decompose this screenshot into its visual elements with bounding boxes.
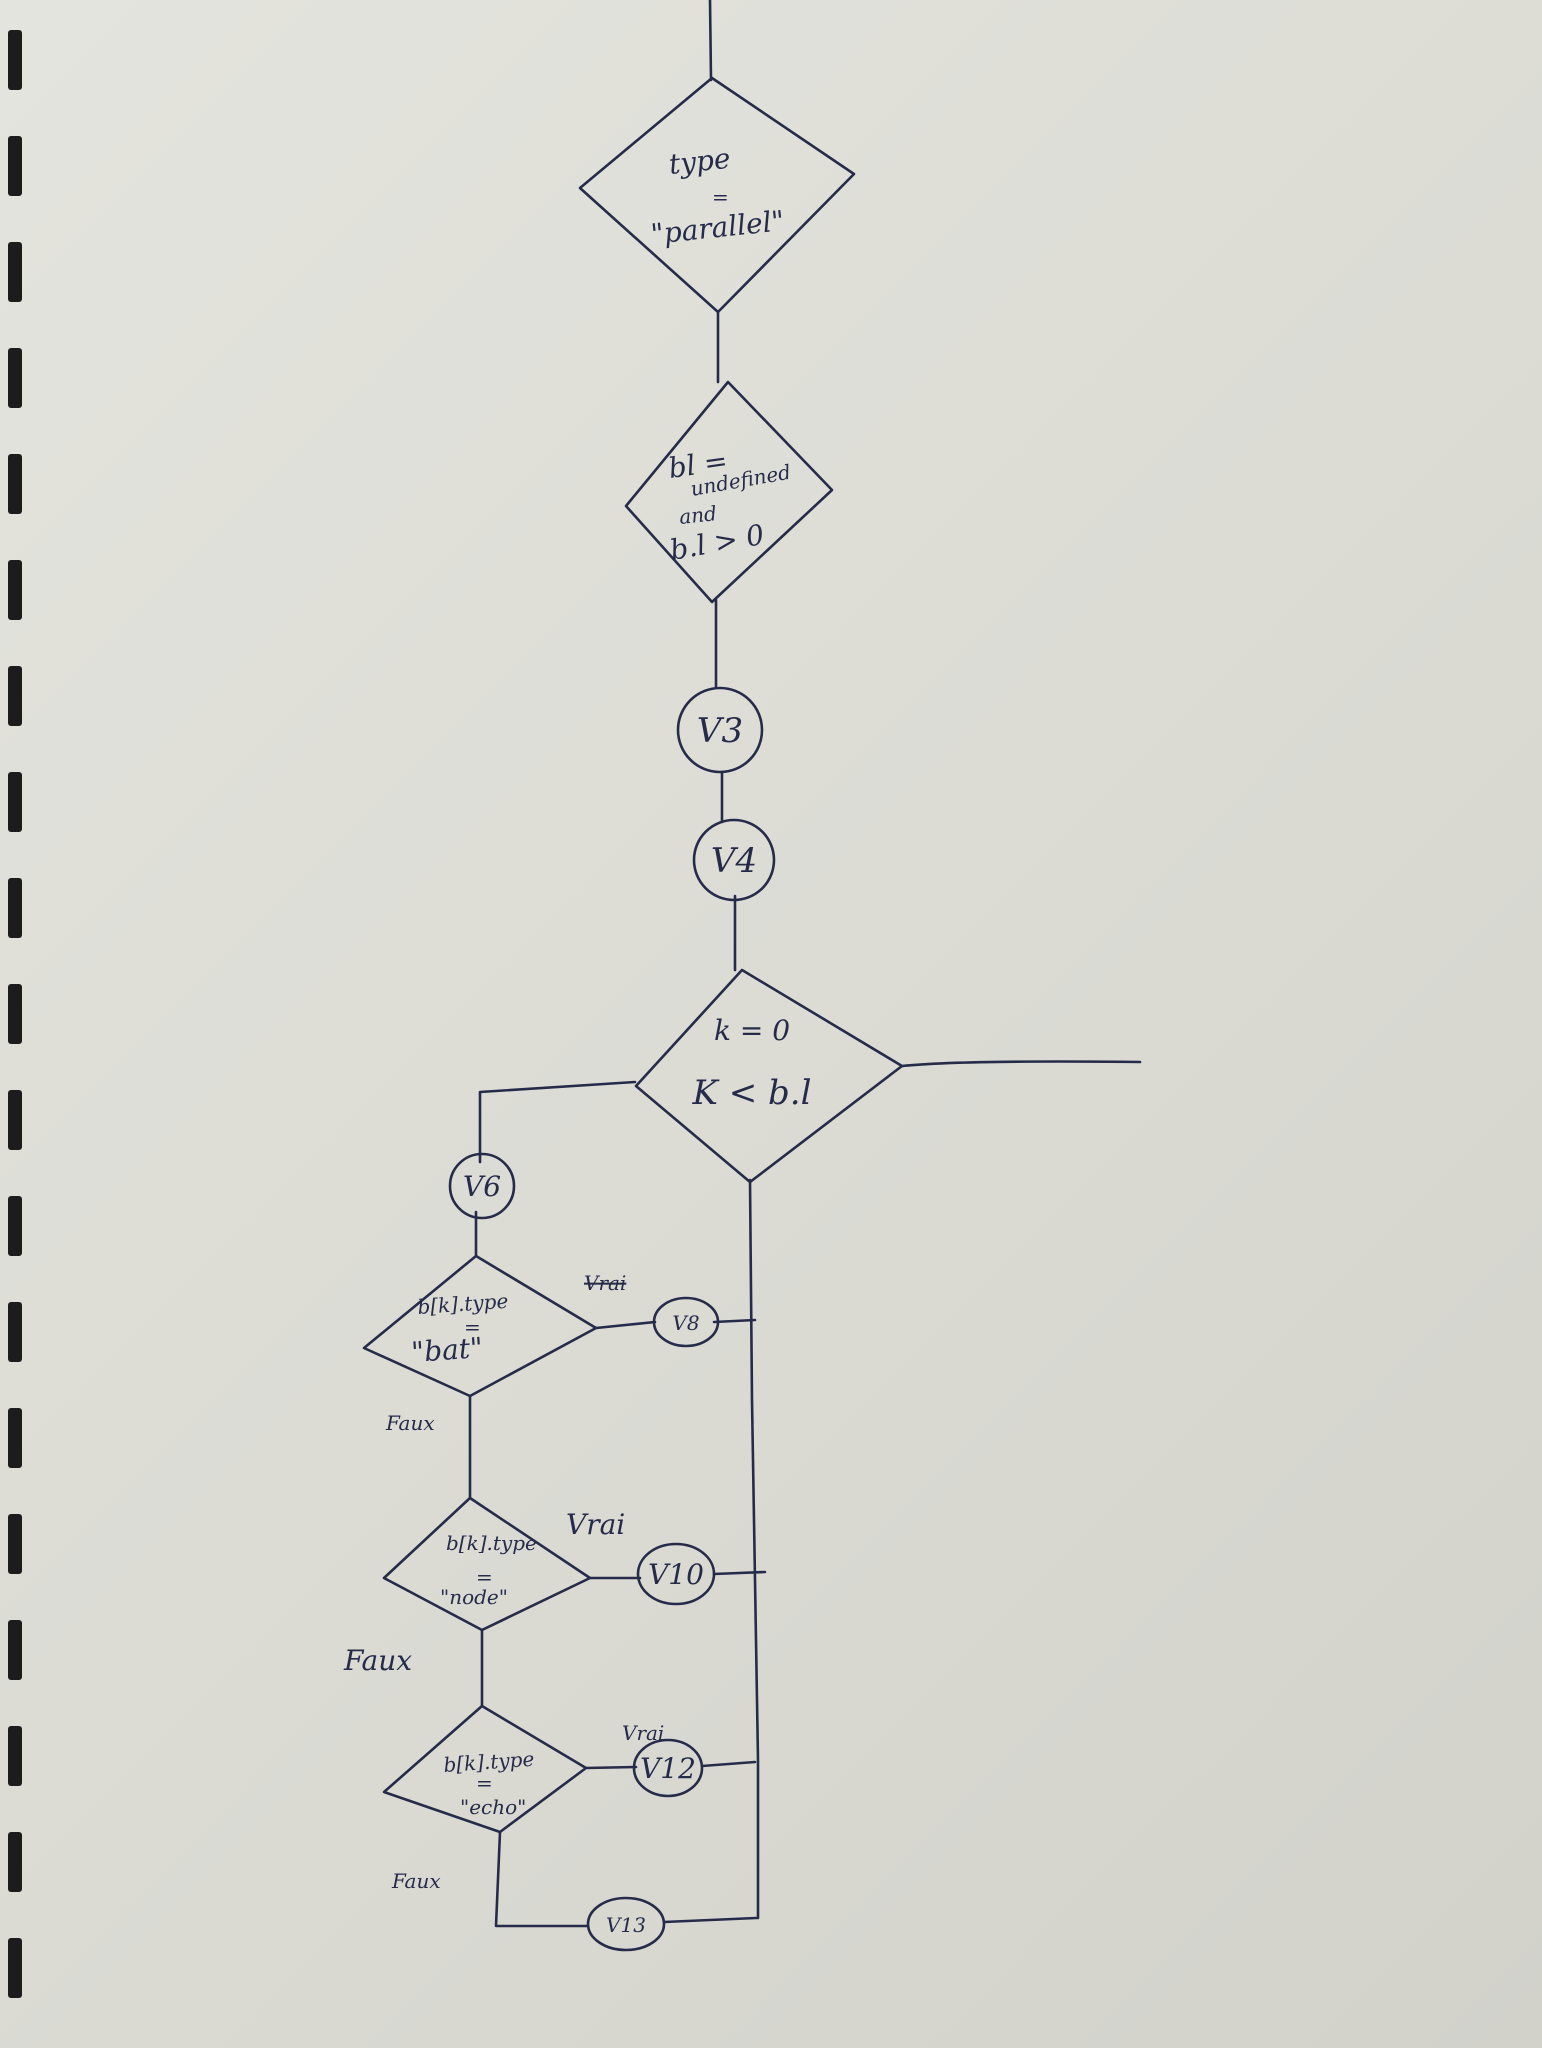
node-label: V12 <box>640 1752 696 1785</box>
binding-ring <box>8 30 22 90</box>
decision-type-node: b[k].type = "node" <box>382 1496 592 1632</box>
edge-label-vrai-1: Vrai <box>566 1508 625 1541</box>
decision-diamond <box>382 1704 588 1834</box>
decision-text-line: "parallel" <box>649 204 786 251</box>
binding-ring <box>8 1408 22 1468</box>
binding-ring <box>8 454 22 514</box>
binding-ring <box>8 348 22 408</box>
binding-ring <box>8 1090 22 1150</box>
decision-type-bat: b[k].type = "bat" <box>362 1254 598 1398</box>
node-circle <box>586 1896 666 1952</box>
decision-text-line: = <box>712 185 729 209</box>
binding-ring <box>8 1302 22 1362</box>
node-circle <box>652 1296 720 1348</box>
binding-ring <box>8 1196 22 1256</box>
edge-echo-faux-to-v13 <box>494 1830 590 1928</box>
binding-ring <box>8 1620 22 1680</box>
node-label: V3 <box>697 711 743 751</box>
decision-diamond <box>624 380 834 604</box>
node-label: V10 <box>648 1558 704 1591</box>
spiral-binding <box>8 30 22 1998</box>
decision-type-echo: b[k].type = "echo" <box>382 1704 588 1834</box>
node-v12: V12 <box>632 1738 704 1798</box>
binding-ring <box>8 136 22 196</box>
binding-ring <box>8 1726 22 1786</box>
binding-ring <box>8 1832 22 1892</box>
decision-text-line: b[k].type <box>417 1289 509 1319</box>
decision-text-line: k = 0 <box>714 1014 790 1047</box>
decision-type-parallel: type = "parallel" <box>578 76 856 314</box>
edge-v12-to-return <box>700 1760 757 1768</box>
node-label: V13 <box>606 1913 646 1937</box>
decision-text-line: = <box>464 1315 481 1339</box>
connector-lines <box>468 0 1142 1928</box>
binding-ring <box>8 984 22 1044</box>
node-v3: V3 <box>676 686 764 774</box>
node-label: V8 <box>672 1311 699 1335</box>
edge-echo-vrai-to-v12 <box>584 1765 638 1770</box>
entry-line <box>708 0 713 82</box>
binding-ring <box>8 242 22 302</box>
binding-ring <box>8 1938 22 1998</box>
decision-k-loop: k = 0 K < b.l <box>634 968 904 1184</box>
decision-diamond <box>634 968 904 1184</box>
decision-bl-undefined: bl = undefined and b.l > 0 <box>624 380 834 604</box>
decision-text-line: b[k].type <box>446 1531 537 1555</box>
node-v6: V6 <box>448 1152 516 1220</box>
binding-ring <box>8 1514 22 1574</box>
node-circle <box>632 1738 704 1798</box>
decision-text-line: "node" <box>440 1585 508 1609</box>
node-v8: V8 <box>652 1296 720 1348</box>
node-circle <box>692 818 776 902</box>
decision-text-line: "echo" <box>460 1795 526 1819</box>
decision-text-line: = <box>476 1565 493 1589</box>
loop-return-line <box>748 1178 760 1920</box>
node-v10: V10 <box>636 1542 716 1606</box>
edge-label-faux-1: Faux <box>385 1411 435 1435</box>
decision-diamond <box>382 1496 592 1632</box>
edge-bat-vrai-to-v8 <box>594 1320 657 1330</box>
decision-text-line: type <box>667 142 732 181</box>
binding-ring <box>8 878 22 938</box>
decision-text-line: K < b.l <box>692 1073 812 1113</box>
decision-text-line: = <box>476 1771 493 1795</box>
binding-ring <box>8 560 22 620</box>
node-v13: V13 <box>586 1896 666 1952</box>
node-label: V6 <box>463 1170 501 1203</box>
edge-v8-to-return <box>712 1318 757 1324</box>
edge-k-loop-exit <box>900 1060 1142 1068</box>
binding-ring <box>8 772 22 832</box>
edge-label-faux-2: Faux <box>343 1644 412 1677</box>
node-circle <box>636 1542 716 1606</box>
node-circle <box>676 686 764 774</box>
node-circle <box>448 1152 516 1220</box>
decision-text-line: "bat" <box>410 1331 484 1369</box>
edge-v10-to-return <box>712 1570 767 1576</box>
binding-ring <box>8 666 22 726</box>
node-v4: V4 <box>692 818 776 902</box>
edge-v13-to-return <box>662 1916 758 1924</box>
edge-k-loop-to-v6 <box>478 1080 637 1164</box>
decision-diamond <box>362 1254 598 1398</box>
decision-diamond <box>578 76 856 314</box>
edge-label-vrai-struck: Vrai <box>584 1271 626 1295</box>
decision-text-line: and <box>678 501 718 529</box>
decision-text-line: bl = <box>666 444 729 485</box>
edge-label-faux-3: Faux <box>391 1869 441 1893</box>
node-label: V4 <box>711 841 757 881</box>
